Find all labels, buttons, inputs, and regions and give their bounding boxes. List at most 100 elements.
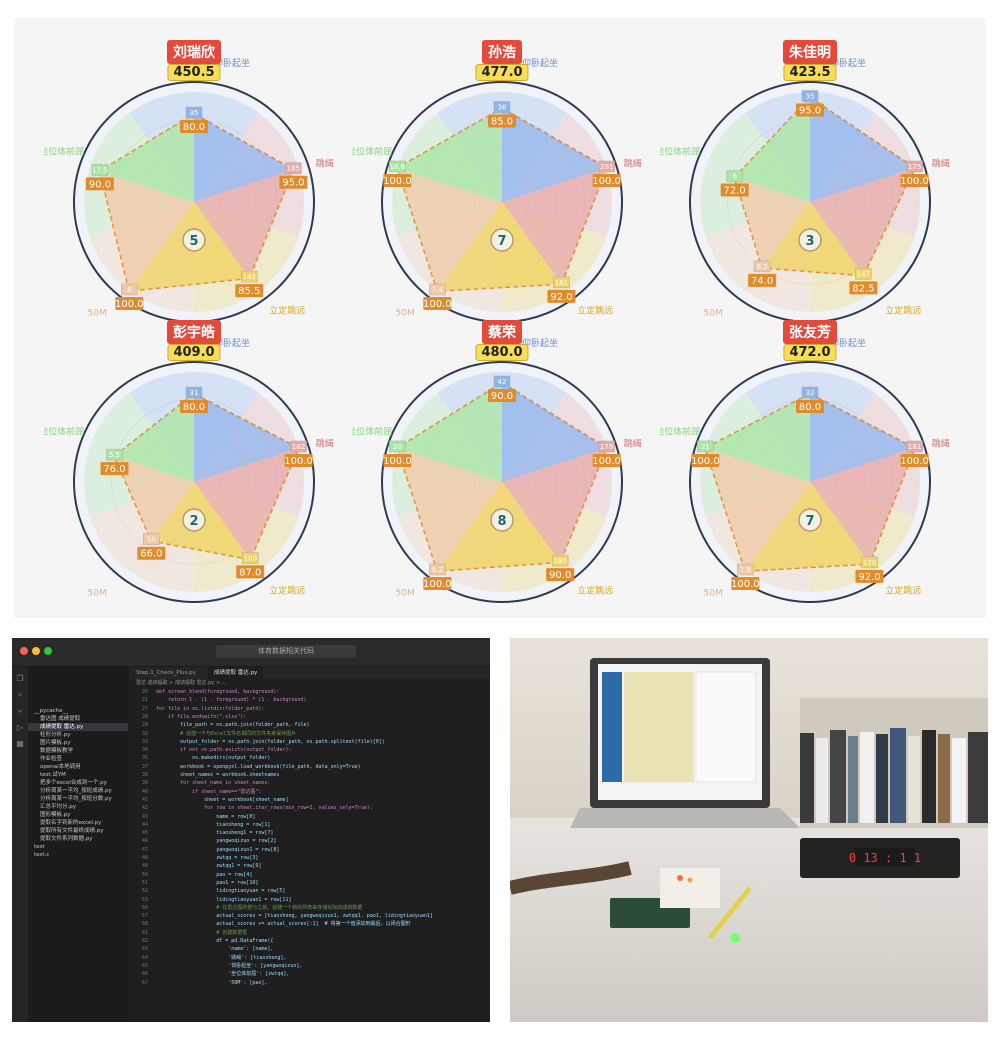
explorer-file-item[interactable]: 分析周某一平均_按班成绩.py: [40, 788, 112, 794]
score-label-box: [423, 576, 452, 590]
score-label: 95.0: [799, 106, 821, 117]
raw-value: 170: [863, 559, 876, 567]
radar-svg-2: 33595.0175100.014782.58.274.0672.0仰卧起坐跳绳…: [660, 57, 950, 323]
explorer-file-item[interactable]: 提取所有文件最终成绩.py: [40, 828, 104, 834]
maximize-window-dot[interactable]: [44, 647, 52, 655]
explorer-file-item[interactable]: 分析周某一平均_按班分数.py: [40, 796, 112, 802]
tab-radar-extract[interactable]: 成绩提取 雷达.py: [208, 667, 264, 679]
explorer-file-item[interactable]: 成绩提取 雷达.py: [28, 723, 128, 731]
axis-label: 坐位体前屈: [660, 145, 700, 157]
student-name: 刘瑞欣: [167, 40, 221, 64]
score-label-box: [236, 565, 265, 579]
breadcrumb: 雷达 成绩提取 > 成绩提取 雷达.py > ...: [136, 680, 227, 686]
files-icon[interactable]: ❐: [16, 674, 24, 683]
explorer-file-item[interactable]: 提取文件系列数据.py: [40, 836, 93, 842]
score-label: 100.0: [115, 299, 144, 310]
explorer-file-item[interactable]: test.试YM: [40, 772, 66, 778]
radar-score-outline: [396, 381, 608, 573]
explorer-file-item[interactable]: 图片模板.py: [40, 740, 71, 746]
radar-score-sector: [114, 456, 194, 541]
breadboard: [660, 868, 720, 908]
rank-emblem: [182, 228, 206, 252]
score-label-box: [137, 546, 166, 560]
raw-value-box: [906, 160, 923, 173]
extensions-icon[interactable]: ▦: [16, 739, 24, 748]
explorer-file-item[interactable]: test: [34, 844, 45, 850]
code-line: 47 yangwoqizuo1 = row[8]: [141, 846, 280, 853]
radar-score-sector: [99, 114, 194, 202]
explorer-file-item[interactable]: test.c: [34, 852, 50, 858]
search-icon[interactable]: ⌕: [17, 690, 23, 699]
score-label-box: [900, 174, 929, 188]
explorer-file-item[interactable]: 雷达图 成绩提取: [40, 716, 81, 722]
raw-value: 36: [498, 104, 507, 112]
radar-score-sector: [502, 108, 607, 202]
radar-score-sector: [810, 448, 915, 564]
raw-value: 35: [806, 93, 815, 101]
code-line: 34 if not os.path.exists(output_folder):: [141, 747, 292, 754]
radar-score-sector: [194, 394, 299, 482]
axis-label: 50M: [396, 589, 415, 599]
code-line: 43 name = row[0]: [141, 813, 256, 820]
raw-value: 10: [147, 536, 156, 544]
radar-svg-3: 23180.0182100.018087.01066.05.576.0仰卧起坐跳…: [44, 337, 334, 603]
raw-value-box: [737, 563, 754, 576]
rank-emblem: [182, 508, 206, 532]
raw-value-box: [106, 448, 123, 461]
explorer-file-item[interactable]: 图形模板.py: [40, 812, 71, 818]
code-line: 32 # 创建一个与Excel文件名相同的文件夹来保存图片: [141, 730, 297, 737]
raw-value: 32: [806, 389, 815, 397]
axis-label: 50M: [396, 309, 415, 319]
score-label-box: [720, 183, 749, 197]
score-label-box: [731, 576, 760, 590]
code-line: 58 actual_scores += actual_scores[:1] # …: [141, 921, 411, 928]
explorer-file-item[interactable]: openai本地调用: [40, 764, 81, 770]
code-line: 33 output_folder = os.path.join(folder_p…: [141, 738, 385, 745]
score-label: 80.0: [183, 122, 205, 133]
run-icon[interactable]: ▷: [16, 723, 24, 732]
radar-svg-0: 53580.018595.014285.58100.017.590.0仰卧起坐跳…: [44, 57, 334, 323]
score-label: 100.0: [691, 456, 720, 467]
axis-label: 50M: [704, 309, 723, 319]
tab-step-check[interactable]: Step.1_Check_Plus.py: [136, 670, 196, 676]
code-line: 67 '50M': [pao],: [141, 979, 268, 986]
code-line: 62 df = pd.DataFrame({: [141, 938, 274, 944]
explorer-file-item[interactable]: 把多个excel合成到一个.py: [40, 780, 107, 786]
score-label-box: [849, 281, 878, 295]
axis-label: 50M: [88, 589, 107, 599]
score-label: 92.0: [550, 292, 572, 303]
minimize-window-dot[interactable]: [32, 647, 40, 655]
axis-label: 仰卧起坐: [214, 337, 250, 349]
score-label-box: [488, 389, 516, 402]
source-control-icon[interactable]: ⑂: [17, 707, 23, 716]
radar-score-sector: [810, 97, 915, 202]
rank-number: 7: [805, 514, 814, 529]
raw-value-box: [429, 563, 446, 576]
explorer-file-item[interactable]: 数据模板教学: [40, 748, 74, 754]
raw-value-box: [290, 440, 307, 453]
radar-score-sector: [99, 171, 194, 291]
explorer-file-item[interactable]: 柱形分析.py: [40, 732, 71, 738]
close-window-dot[interactable]: [20, 647, 28, 655]
code-line: 38 sheet_names = workbook.sheetnames: [141, 772, 280, 778]
raw-value: 147: [857, 270, 870, 278]
editor-tabs: Step.1_Check_Plus.py 成绩提取 雷达.py: [130, 667, 490, 679]
raw-value: 181: [908, 443, 921, 451]
radar-score-sector: [705, 394, 810, 482]
score-label-box: [592, 174, 621, 188]
explorer-file-item[interactable]: 作业检查: [40, 756, 63, 762]
raw-value: 175: [908, 163, 921, 171]
code-line: 29 file_path = os.path.join(folder_path,…: [141, 722, 310, 729]
score-label-box: [546, 568, 575, 582]
total-score: 409.0: [167, 344, 221, 361]
score-label-box: [796, 400, 824, 413]
explorer-file-item[interactable]: __pycache__: [34, 708, 69, 714]
command-search-input[interactable]: 体育数据相关代码: [216, 645, 356, 658]
explorer-file-item[interactable]: 提取名字到新的excel.py: [40, 820, 102, 826]
explorer-file-item[interactable]: 汇总平均分.py: [40, 804, 76, 810]
raw-value: 201: [600, 163, 613, 171]
code-line: 51 pao1 = row[10]: [141, 879, 259, 886]
